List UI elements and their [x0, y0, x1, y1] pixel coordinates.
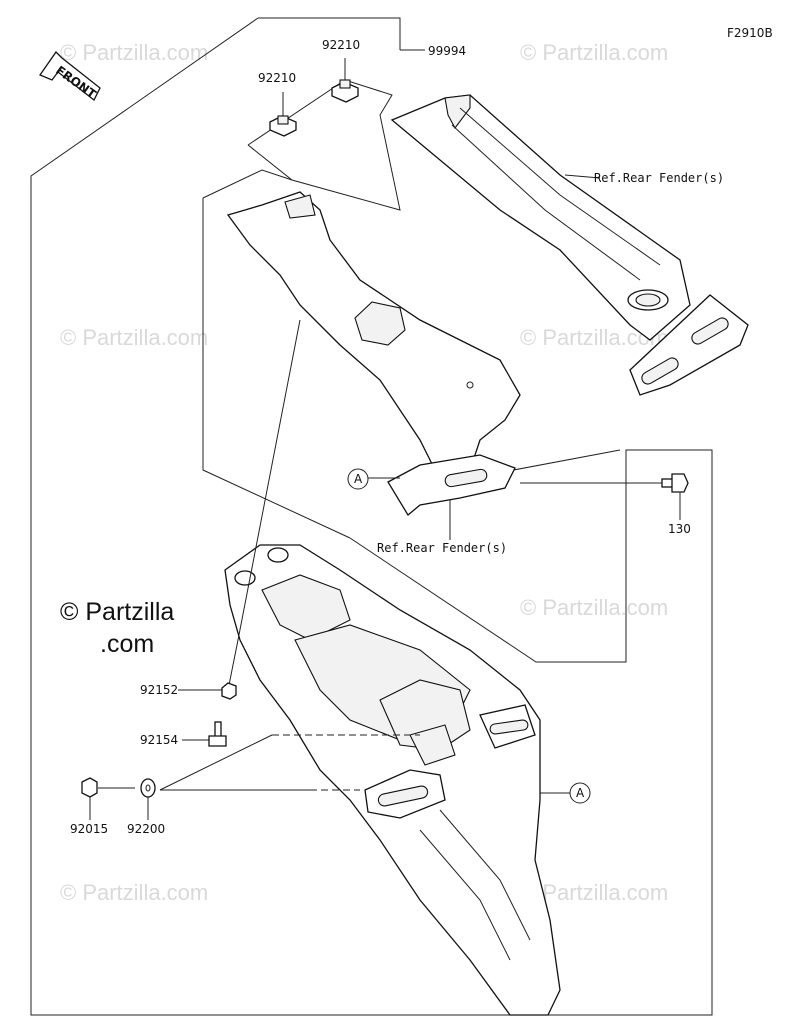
part-label-92015: 92015 [70, 822, 108, 836]
nut-92210-b-icon [331, 58, 359, 103]
part-label-92210-b: 92210 [322, 38, 360, 52]
bracket-zone-top [202, 169, 293, 199]
part-label-99994: 99994 [428, 44, 466, 58]
part-label-92210-a: 92210 [258, 71, 296, 85]
part-label-92200: 92200 [127, 822, 165, 836]
nut-92015-icon [81, 777, 98, 820]
assembly-outline-top [258, 17, 401, 50]
main-watermark-line2: .com [100, 630, 154, 658]
bracket-zone-left [202, 198, 351, 539]
bolt-92154-icon [208, 721, 227, 747]
leader-washer-top [159, 734, 273, 791]
watermark: © Partzilla.com [520, 40, 668, 65]
kit-zone [247, 79, 401, 211]
washer-92200-icon [140, 778, 156, 820]
callout-a-upper-text: A [354, 472, 363, 486]
main-watermark: © Partzilla [60, 598, 174, 626]
ref-rear-frame-upper [390, 94, 749, 396]
nut-92210-a-icon [269, 92, 297, 137]
nut-92152-icon [221, 682, 237, 700]
watermark: © Partzilla.com [60, 40, 208, 65]
watermark: © Partzilla.com [520, 595, 668, 620]
watermark: © Partzilla.com [60, 325, 208, 350]
leader-92152 [227, 319, 301, 691]
rear-fender-part [224, 544, 561, 1016]
watermark: © Partzilla.com [60, 880, 208, 905]
bracket-part [226, 191, 521, 516]
part-label-92154: 92154 [140, 733, 178, 747]
callout-a-lower-text: A [576, 786, 585, 800]
assembly-outline [30, 17, 713, 1016]
ref-label-upper: Ref.Rear Fender(s) [594, 171, 724, 185]
callout-a-upper [347, 468, 369, 490]
bolt-130-icon [520, 473, 689, 520]
ref-label-lower: Ref.Rear Fender(s) [377, 541, 507, 555]
part-label-92152: 92152 [140, 683, 178, 697]
figure-code: F2910B [727, 26, 773, 40]
part-label-130: 130 [668, 522, 691, 536]
